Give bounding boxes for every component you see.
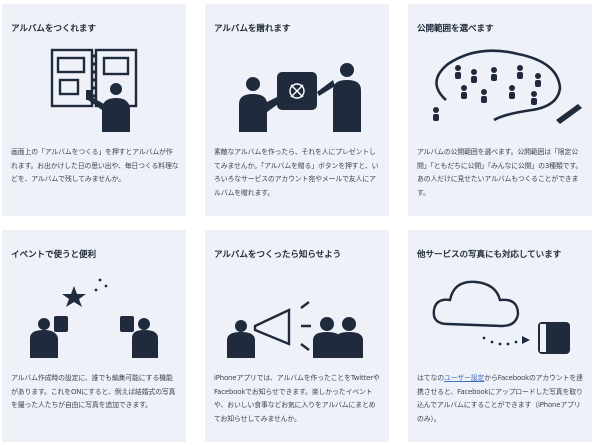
card-description: 素敵なアルバムを作ったら、それを人にプレゼントしてみませんか。「アルバムを贈る」… <box>214 148 379 197</box>
visibility-scope-icon <box>408 42 592 134</box>
user-settings-link[interactable]: ユーザー設定 <box>443 374 485 382</box>
card-description-suffix: からFacebookのアカウントを連携させると、Facebookにアップロードし… <box>417 374 583 423</box>
card-title: 公開範囲を選べます <box>417 24 494 34</box>
event-sharing-icon <box>2 268 186 360</box>
card-description-prefix: はてなの <box>417 374 444 382</box>
card-title: イベントで使うと便利 <box>11 250 96 260</box>
feature-card-make-album: アルバムをつくれます 画面上の「アルバムをつくる」を押すとアルバムが作れます。お… <box>2 4 186 216</box>
card-title: アルバムをつくれます <box>11 24 96 34</box>
album-making-icon <box>2 42 186 134</box>
megaphone-announce-icon <box>205 268 389 360</box>
card-description: はてなのユーザー設定からFacebookのアカウントを連携させると、Facebo… <box>417 372 585 426</box>
card-description: iPhoneアプリでは、アルバムを作ったことをTwitterやFacebookで… <box>214 374 380 423</box>
feature-card-other-services: 他サービスの写真にも対応しています はてなのユーザー設定からFacebookのア… <box>408 230 592 442</box>
feature-card-gift-album: アルバムを贈れます 素敵なアルバムを作ったら、それを人にプレゼントしてみませんか… <box>205 4 389 216</box>
card-title: アルバムを贈れます <box>214 24 291 34</box>
card-title: アルバムをつくったら知らせよう <box>214 250 342 260</box>
card-description: アルバムの公開範囲を選べます。公開範囲は「限定公開」「ともだちに公開」「みんなに… <box>417 148 583 197</box>
feature-card-event: イベントで使うと便利 アルバム作成時の設定に、誰でも編集可能にする機能があります… <box>2 230 186 442</box>
card-description: 画面上の「アルバムをつくる」を押すとアルバムが作れます。お出かけした日の思い出や… <box>11 148 179 184</box>
card-description: アルバム作成時の設定に、誰でも編集可能にする機能があります。これをONにすると、… <box>11 374 176 410</box>
cloud-import-icon <box>408 268 592 360</box>
feature-card-announce: アルバムをつくったら知らせよう iPhoneアプリでは、アルバムを作ったことをT… <box>205 230 389 442</box>
gift-album-icon <box>205 42 389 134</box>
feature-card-visibility: 公開範囲を選べます アルバムの公開範囲を選べます。公開範囲は「限定公開」「ともだ… <box>408 4 592 216</box>
card-title: 他サービスの写真にも対応しています <box>417 250 562 260</box>
